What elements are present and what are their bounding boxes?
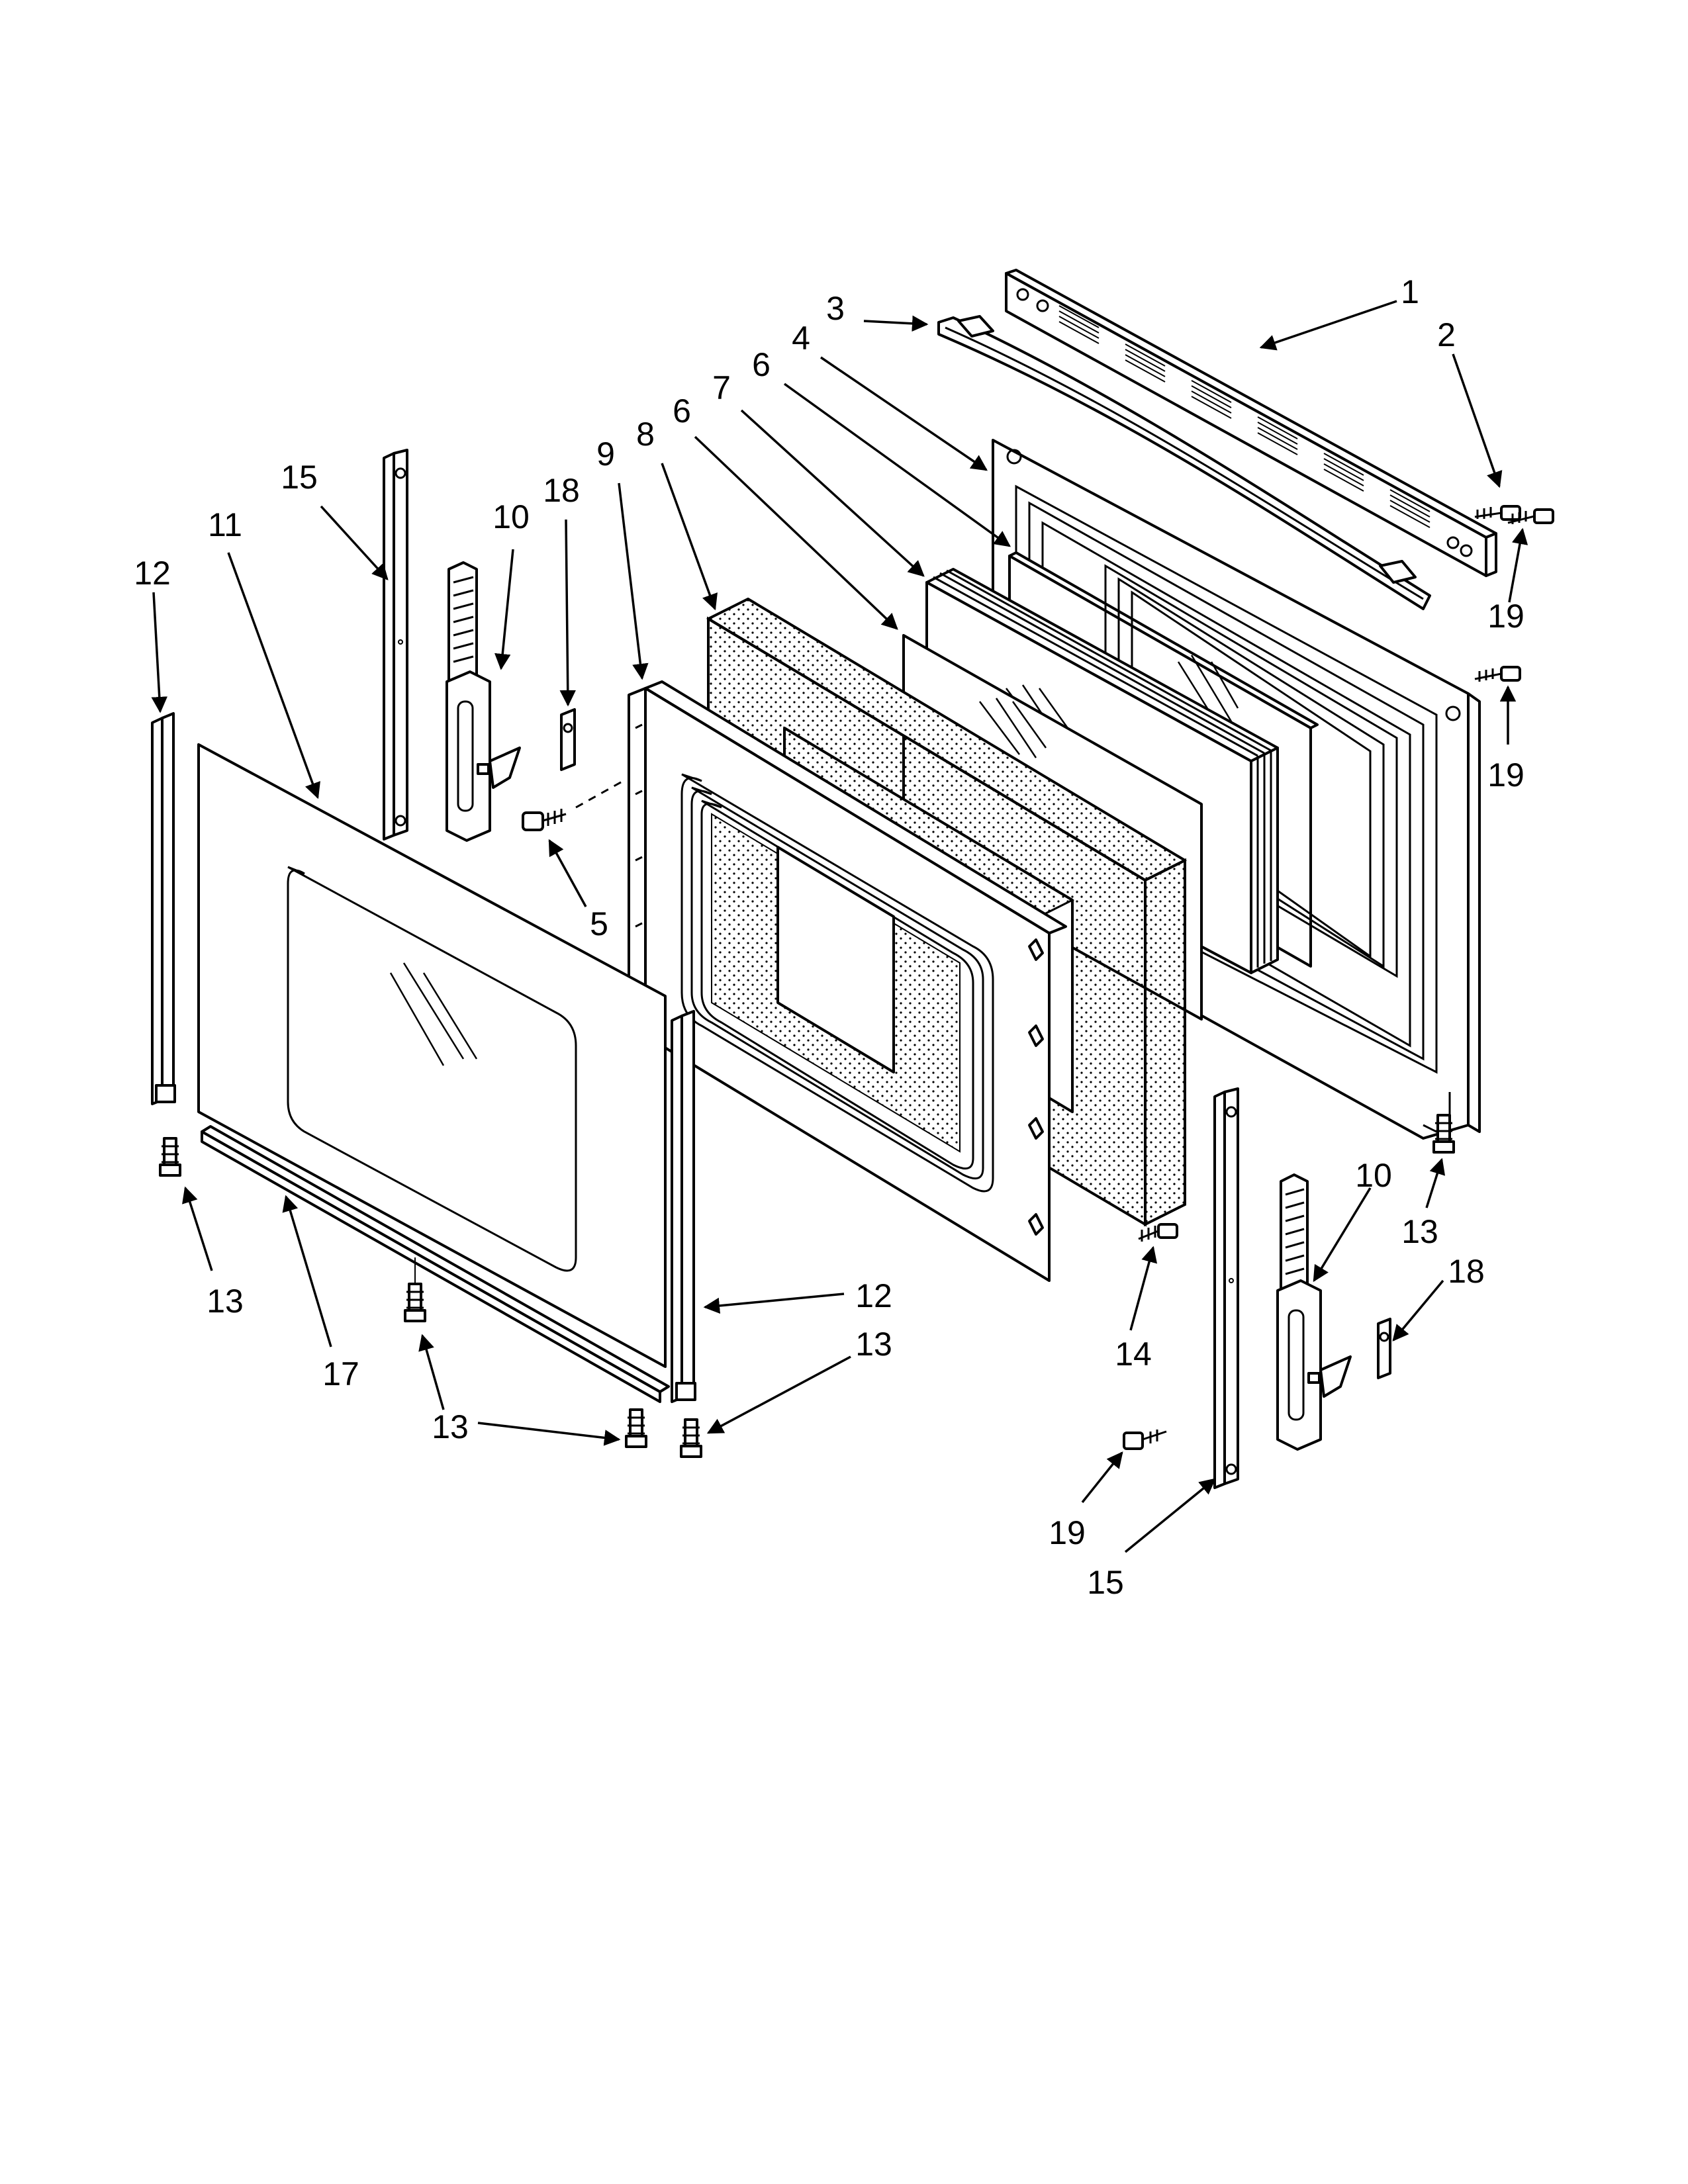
part-19-screw-bottom [1123,1430,1167,1450]
part-15-hinge-receiver-right [1213,1087,1239,1489]
part-13-screw-bottom-a [404,1257,426,1322]
part-13-screw-bottom-c [680,1418,702,1458]
callout-19c: 19 [1049,1514,1086,1551]
part-12-side-trim-left [151,712,176,1105]
part-3-door-handle [937,315,1431,610]
part-19-screw-top [1507,508,1554,524]
leader-lines [151,300,1528,1553]
part-1-vent-trim [1005,269,1497,577]
part-19-screw-right [1474,666,1521,682]
callout-14: 14 [1115,1336,1152,1373]
part-14-screw [1138,1223,1178,1242]
callout-17: 17 [322,1355,359,1392]
callout-9: 9 [596,435,615,473]
part-11-outer-door-panel [197,743,667,1368]
part-15-hinge-receiver-left [383,449,408,841]
callout-labels: 1 2 3 4 6 7 6 8 9 18 10 15 11 12 19 19 5… [134,273,1524,1601]
callout-12a: 12 [134,555,171,592]
callout-2: 2 [1437,316,1456,353]
callout-13d: 13 [1401,1213,1438,1250]
callout-15b: 15 [1087,1564,1124,1601]
part-9-inner-door-liner [628,680,1067,1282]
part-10-hinge-right [1276,1173,1352,1451]
callout-18a: 18 [543,472,580,509]
callout-7: 7 [712,369,731,406]
callout-11: 11 [208,506,242,543]
callout-13c: 13 [432,1408,469,1445]
part-13-screw-bottom-b [625,1408,647,1448]
part-17-bottom-trim [201,1125,670,1403]
callout-1: 1 [1401,273,1419,310]
part-13-screw-right [1432,1114,1455,1154]
part-10-hinge-left [445,561,521,842]
callout-4: 4 [792,320,810,357]
callout-5: 5 [590,905,608,942]
callout-13b: 13 [855,1326,892,1363]
part-13-screw-left [159,1137,181,1177]
callout-12b: 12 [855,1277,892,1314]
part-18-clip-right [1377,1318,1391,1379]
part-12-side-trim-right [671,1010,696,1403]
part-5-screw [522,778,626,831]
callout-10b: 10 [1355,1157,1392,1194]
callout-6a: 6 [752,346,771,383]
callout-10a: 10 [492,498,530,535]
part-18-clip-left [560,708,576,771]
callout-18b: 18 [1448,1253,1485,1290]
callout-15a: 15 [281,459,318,496]
callout-19b: 19 [1487,756,1524,794]
part-2-screw [1474,505,1521,521]
callout-19a: 19 [1487,598,1524,635]
callout-6b: 6 [673,392,691,430]
callout-13a: 13 [207,1283,244,1320]
callout-3: 3 [826,290,845,327]
callout-8: 8 [636,416,655,453]
